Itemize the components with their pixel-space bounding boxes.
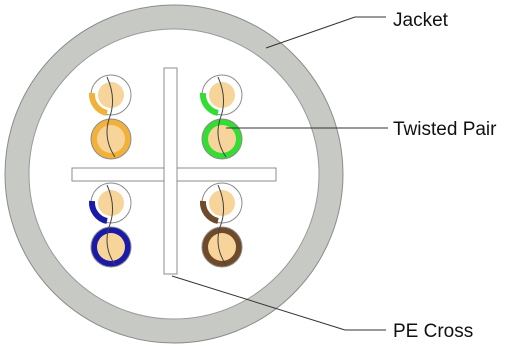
orange-pair-twist-line bbox=[106, 76, 116, 158]
orange-pair-stripe bbox=[88, 92, 108, 116]
jacket-label: Jacket bbox=[393, 10, 448, 31]
blue-pair-stripe bbox=[88, 200, 108, 224]
jacket-leader-line bbox=[265, 16, 356, 49]
green-pair-stripe bbox=[199, 92, 219, 116]
brown-pair-striped-conductor bbox=[209, 190, 235, 216]
brown-pair-solid-conductor bbox=[208, 233, 236, 261]
pe-cross bbox=[71, 67, 277, 275]
twisted-pairs bbox=[88, 74, 243, 268]
blue-pair bbox=[88, 182, 132, 268]
blue-pair-twist-line bbox=[106, 184, 116, 266]
orange-pair-striped-conductor bbox=[98, 82, 124, 108]
green-pair bbox=[199, 74, 243, 160]
green-pair-striped-conductor bbox=[209, 82, 235, 108]
green-pair-twist-line bbox=[217, 76, 227, 158]
blue-pair-striped-conductor bbox=[98, 190, 124, 216]
green-pair-solid-conductor bbox=[208, 125, 236, 153]
blue-pair-solid-conductor bbox=[97, 233, 125, 261]
twisted-pair-label: Twisted Pair bbox=[393, 119, 497, 140]
pe-cross-leader-line bbox=[171, 275, 346, 331]
brown-pair-stripe bbox=[199, 200, 219, 224]
pe-cross-label: PE Cross bbox=[393, 321, 474, 342]
brown-pair-twist-line bbox=[217, 184, 227, 266]
orange-pair bbox=[88, 74, 132, 160]
brown-pair bbox=[199, 182, 243, 268]
orange-pair-solid-conductor bbox=[97, 125, 125, 153]
